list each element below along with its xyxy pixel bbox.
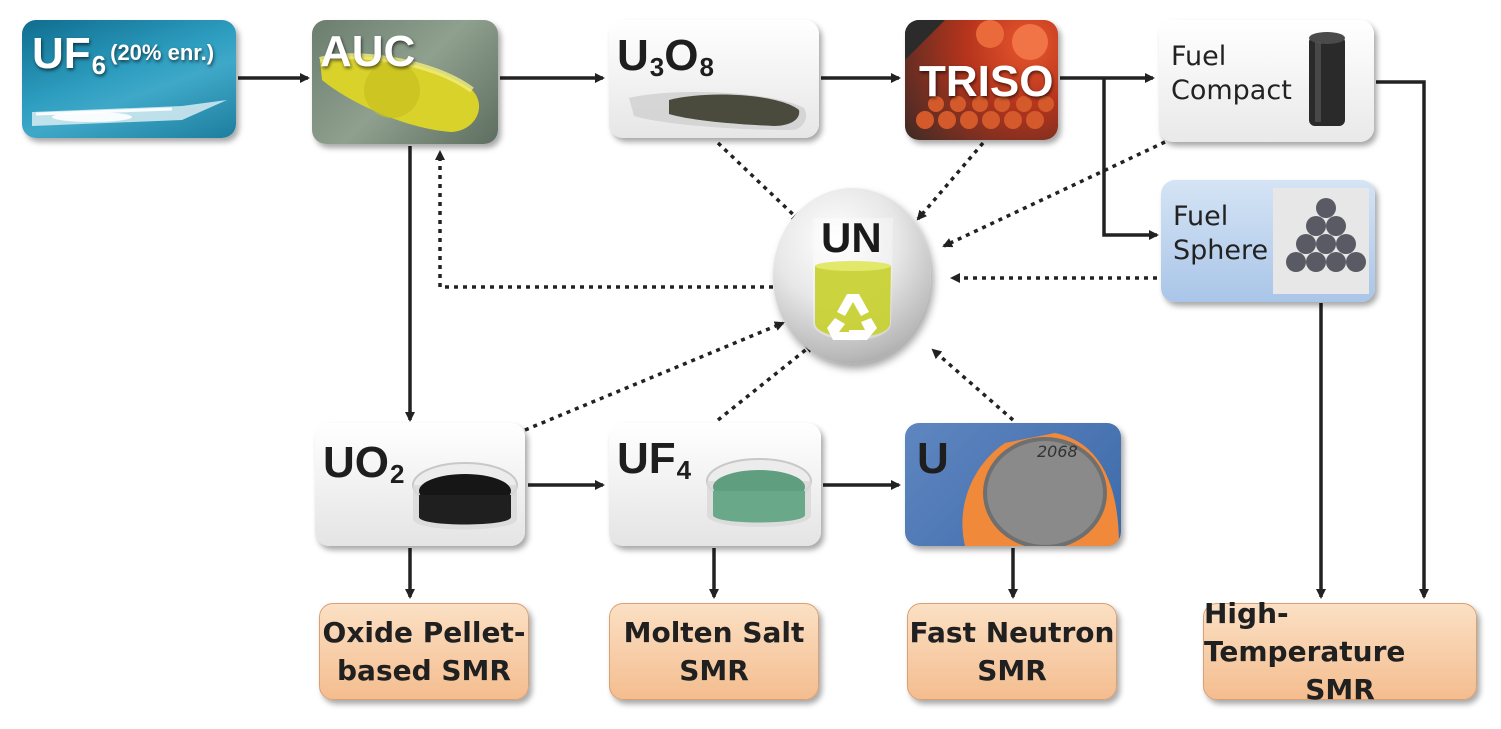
dotted-triso-un — [916, 141, 985, 221]
u-disk-image: 2068 — [962, 433, 1119, 546]
node-fuel-compact: Fuel Compact — [1159, 20, 1374, 142]
dotted-uf4-un — [716, 342, 815, 422]
node-uf4: UF4 — [609, 423, 821, 546]
auc-powder-image — [319, 53, 480, 132]
node-un: UN — [773, 188, 931, 364]
reactor-molten-line1: Molten Salt — [623, 615, 805, 649]
reactor-fast-line2: SMR — [977, 653, 1047, 687]
solid-arrows — [238, 73, 1429, 599]
reactor-oxide-line1: Oxide Pellet- — [322, 615, 526, 649]
un-label: UN — [821, 214, 882, 261]
reactor-oxide-line2: based SMR — [337, 653, 511, 687]
uo2-label: UO2 — [323, 438, 405, 489]
node-triso: TRISO — [905, 20, 1058, 140]
u3o8-label: U3O8 — [617, 31, 714, 82]
dotted-arrows — [435, 140, 1166, 432]
recycle-icon — [827, 294, 877, 340]
uf6-ampoule-image — [32, 100, 227, 126]
dotted-u3o8-un — [716, 141, 802, 223]
fuel-sphere-pyramid-image — [1273, 188, 1369, 294]
fuel-compact-cylinder-image — [1309, 32, 1345, 126]
node-uf6: UF6(20% enr.) — [22, 20, 236, 138]
reactor-hightemp-line1: High-Temperature — [1204, 596, 1406, 668]
u-label: U — [917, 434, 949, 483]
u-disk-text: 2068 — [1037, 442, 1078, 461]
fuel-sphere-label: Fuel Sphere — [1173, 201, 1269, 266]
reactor-molten-salt: Molten Salt SMR — [609, 603, 819, 700]
un-vial-image — [813, 218, 893, 341]
node-u: 2068 U — [905, 423, 1121, 546]
dotted-un-auc — [435, 150, 773, 289]
dotted-compact-un — [942, 140, 1166, 248]
triso-label: TRISO — [919, 57, 1054, 106]
uf4-label: UF4 — [617, 434, 692, 485]
reactor-fast-line1: Fast Neutron — [909, 615, 1115, 649]
uf6-label: UF6(20% enr.) — [32, 29, 215, 80]
node-auc: AUC — [312, 20, 498, 144]
reactor-oxide-pellet: Oxide Pellet- based SMR — [319, 603, 529, 700]
auc-label: AUC — [320, 27, 416, 76]
arrow-compact-hightemp — [1376, 80, 1429, 599]
dotted-uo2-un — [524, 321, 785, 432]
reactor-hightemp-line2: SMR — [1305, 672, 1375, 706]
uo2-dish-image — [412, 462, 518, 530]
reactor-high-temperature: High-Temperature SMR — [1203, 597, 1477, 706]
dotted-u-un — [931, 348, 1015, 422]
fuel-compact-label: Fuel Compact — [1171, 41, 1292, 106]
uf4-dish-image — [706, 458, 812, 527]
u3o8-powder-image — [629, 92, 807, 130]
node-uo2: UO2 — [315, 423, 525, 546]
arrow-triso-sphere — [1102, 78, 1159, 240]
triso-particles-image — [905, 20, 1054, 129]
reactor-molten-line2: SMR — [679, 653, 749, 687]
node-u3o8: U3O8 — [609, 20, 819, 138]
node-fuel-sphere: Fuel Sphere — [1161, 180, 1375, 302]
reactor-fast-neutron: Fast Neutron SMR — [907, 603, 1117, 700]
